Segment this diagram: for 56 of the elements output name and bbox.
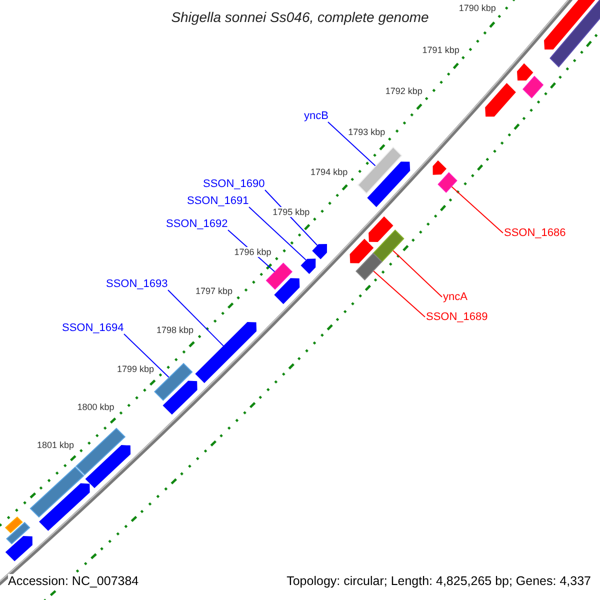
scale-label: 1792 kbp — [385, 86, 422, 96]
leader-line — [168, 290, 224, 346]
gene-feature — [517, 63, 534, 81]
gene-label: SSON_1690 — [203, 178, 265, 191]
scale-label: 1799 kbp — [117, 364, 154, 374]
gene-feature — [4, 516, 23, 534]
title: Shigella sonnei Ss046, complete genome — [171, 9, 429, 25]
scale-label: 1798 kbp — [156, 324, 194, 335]
gene-feature — [300, 258, 316, 274]
gene-label: SSON_1691 — [187, 195, 249, 208]
gene-feature — [76, 428, 126, 476]
gene-label: yncB — [304, 110, 328, 123]
gene-feature — [368, 216, 394, 242]
gene-feature — [5, 536, 32, 562]
gene-label: SSON_1694 — [62, 322, 124, 335]
gene-feature — [38, 483, 90, 531]
gene-label: SSON_1689 — [426, 310, 488, 324]
scale-label: 1801 kbp — [37, 440, 74, 450]
leader-line — [124, 334, 170, 378]
scale-label: 1794 kbp — [310, 167, 348, 178]
gene-feature — [356, 252, 382, 280]
gene-feature — [312, 244, 327, 260]
gene-feature — [550, 0, 600, 68]
scale-label: 1800 kbp — [77, 402, 114, 412]
leader-line — [248, 206, 306, 260]
gene-feature — [357, 146, 402, 194]
scale-label: 1795 kbp — [272, 207, 310, 218]
gene-feature — [6, 522, 30, 544]
scale-label: 1797 kbp — [196, 286, 233, 296]
leader-line — [328, 122, 376, 166]
gene-feature — [350, 238, 374, 264]
gene-feature — [85, 445, 131, 488]
gene-feature — [195, 322, 257, 384]
leader-line — [392, 250, 442, 298]
scale-label: 1793 kbp — [348, 126, 386, 137]
genome-info-text: Topology: circular; Length: 4,825,265 bp; Genes: 4,337 — [286, 574, 591, 589]
gene-feature — [372, 229, 404, 263]
scale-label: 1796 kbp — [234, 246, 272, 257]
gene-feature — [432, 160, 447, 175]
gene-feature — [154, 362, 193, 401]
gene-feature — [522, 76, 544, 98]
accession-text: Accession: NC_007384 — [8, 574, 139, 589]
gene-label: SSON_1692 — [166, 218, 228, 231]
leader-line — [373, 270, 426, 318]
gene-feature — [485, 83, 516, 117]
gene-feature — [266, 262, 292, 290]
scale-label: 1790 kbp — [458, 3, 496, 14]
gene-feature — [274, 278, 300, 304]
gene-label: SSON_1686 — [504, 226, 566, 240]
gene-feature — [438, 172, 458, 193]
scale-label: 1791 kbp — [422, 44, 460, 55]
gene-feature — [30, 466, 84, 518]
gene-feature — [367, 162, 410, 208]
gene-label: yncA — [443, 290, 468, 304]
gene-label: SSON_1693 — [106, 278, 168, 291]
gene-feature — [162, 380, 198, 415]
